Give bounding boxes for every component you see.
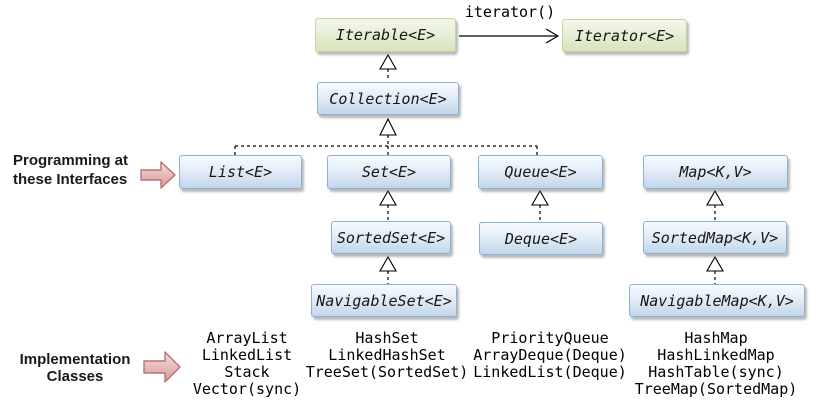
node-sorted-set: SortedSet<E> xyxy=(331,221,451,254)
node-iterable: Iterable<E> xyxy=(315,18,456,52)
implementation-annotation-line2: Classes xyxy=(46,368,104,385)
impl-class: HashLinkedMap xyxy=(657,346,775,364)
node-list: List<E> xyxy=(179,155,302,189)
implementation-annotation-line1: Implementation xyxy=(19,351,131,368)
impl-class: LinkedList(Deque) xyxy=(473,363,627,381)
node-map: Map<K,V> xyxy=(643,155,788,189)
impl-queue-column: PriorityQueue ArrayDeque(Deque) LinkedLi… xyxy=(460,330,640,381)
impl-class: PriorityQueue xyxy=(491,329,609,347)
impl-map-column: HashMap HashLinkedMap HashTable(sync) Tr… xyxy=(626,330,806,398)
impl-class: LinkedHashSet xyxy=(328,346,446,364)
impl-class: LinkedList xyxy=(201,346,293,364)
node-deque: Deque<E> xyxy=(479,222,603,255)
impl-class: ArrayList xyxy=(206,329,288,347)
interfaces-annotation: Programming at these Interfaces xyxy=(13,151,128,189)
node-collection: Collection<E> xyxy=(317,82,459,115)
impl-class: TreeMap(SortedMap) xyxy=(634,380,798,398)
node-iterator: Iterator<E> xyxy=(562,19,687,52)
interfaces-annotation-line1: Programming at xyxy=(13,152,129,169)
implementation-pointer-arrow-icon xyxy=(143,351,181,383)
node-queue: Queue<E> xyxy=(478,155,603,189)
node-sorted-map: SortedMap<K,V> xyxy=(643,221,787,254)
implementation-annotation: Implementation Classes xyxy=(10,351,140,385)
interfaces-pointer-arrow-icon xyxy=(140,161,176,189)
impl-class: Stack xyxy=(224,363,270,381)
node-navigable-set: NavigableSet<E> xyxy=(311,284,457,317)
impl-class: HashTable(sync) xyxy=(648,363,784,381)
impl-class: Vector(sync) xyxy=(192,380,302,398)
impl-set-column: HashSet LinkedHashSet TreeSet(SortedSet) xyxy=(297,330,477,381)
impl-class: HashSet xyxy=(355,329,419,347)
association-iterator-arrow xyxy=(459,28,560,44)
impl-list-column: ArrayList LinkedList Stack Vector(sync) xyxy=(157,330,337,398)
node-navigable-map: NavigableMap<K,V> xyxy=(629,284,805,317)
edge-label-iterator-method: iterator() xyxy=(464,3,556,21)
impl-class: HashMap xyxy=(684,329,748,347)
impl-class: ArrayDeque(Deque) xyxy=(473,346,627,364)
node-set: Set<E> xyxy=(327,155,451,189)
impl-class: TreeSet(SortedSet) xyxy=(305,363,469,381)
interfaces-annotation-line2: these Interfaces xyxy=(13,171,128,188)
